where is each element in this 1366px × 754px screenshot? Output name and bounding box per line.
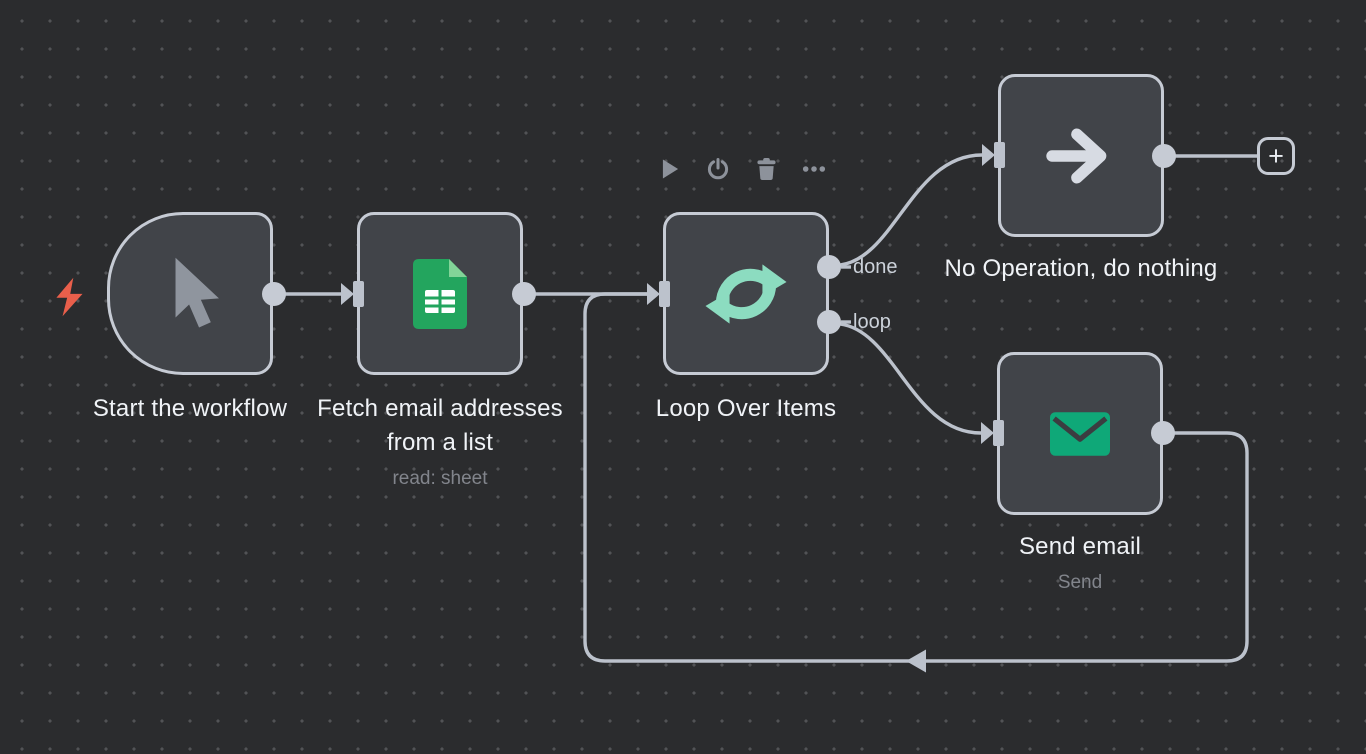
node-send-email[interactable] xyxy=(997,352,1163,515)
input-port-noop[interactable] xyxy=(982,144,995,166)
lightning-icon xyxy=(56,277,83,317)
node-google-sheets[interactable] xyxy=(357,212,523,375)
node-title-trigger: Start the workflow xyxy=(92,395,288,422)
deactivate-node-button[interactable] xyxy=(706,155,730,183)
input-port-sheets[interactable] xyxy=(341,283,354,305)
trash-icon xyxy=(756,158,776,180)
cursor-icon xyxy=(175,257,219,327)
node-subtitle-sheets: read: sheet xyxy=(392,468,488,489)
node-title-loop: Loop Over Items xyxy=(655,395,837,422)
google-sheets-icon xyxy=(413,258,467,329)
add-node-button[interactable]: + xyxy=(1257,137,1295,175)
input-port-loop[interactable] xyxy=(647,283,660,305)
node-trigger[interactable] xyxy=(107,212,273,375)
node-title-send: Send email xyxy=(1018,533,1142,560)
node-no-operation[interactable] xyxy=(998,74,1164,237)
arrow-right-icon xyxy=(1046,128,1107,183)
input-port-send[interactable] xyxy=(981,422,994,444)
node-title-sheets: Fetch email addresses from a list xyxy=(317,395,563,456)
delete-node-button[interactable] xyxy=(754,155,778,183)
execute-node-button[interactable] xyxy=(658,155,682,183)
loopback-arrowhead xyxy=(906,649,926,673)
loop-icon xyxy=(705,263,787,324)
more-options-button[interactable] xyxy=(802,155,826,183)
email-icon xyxy=(1050,411,1110,456)
node-title-noop: No Operation, do nothing xyxy=(944,255,1218,282)
connection-done-noop xyxy=(839,153,983,267)
node-loop-over-items[interactable] xyxy=(663,212,829,375)
port-label-loop: loop xyxy=(853,311,891,333)
power-icon xyxy=(707,158,729,180)
node-toolbar xyxy=(658,155,826,183)
ellipsis-icon xyxy=(802,166,826,172)
port-label-done: done xyxy=(853,256,898,278)
node-subtitle-send: Send xyxy=(1057,572,1103,593)
play-icon xyxy=(662,159,678,179)
